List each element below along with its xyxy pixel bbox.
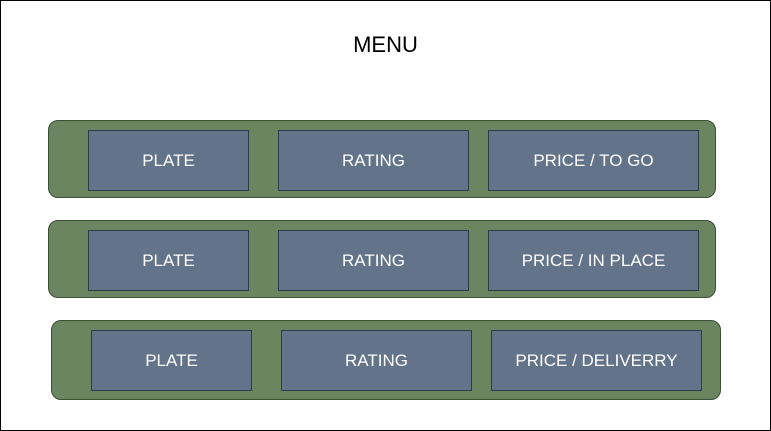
price-box: PRICE / TO GO bbox=[488, 130, 699, 191]
plate-box: PLATE bbox=[88, 230, 249, 291]
plate-box: PLATE bbox=[91, 330, 252, 391]
menu-row-to-go: PLATE RATING PRICE / TO GO bbox=[48, 120, 716, 198]
menu-row-delivery: PLATE RATING PRICE / DELIVERRY bbox=[51, 320, 721, 400]
rating-box: RATING bbox=[281, 330, 472, 391]
menu-row-in-place: PLATE RATING PRICE / IN PLACE bbox=[48, 220, 716, 298]
price-box: PRICE / IN PLACE bbox=[488, 230, 699, 291]
diagram-title: MENU bbox=[353, 32, 418, 57]
rating-box: RATING bbox=[278, 230, 469, 291]
price-box: PRICE / DELIVERRY bbox=[491, 330, 702, 391]
rating-box: RATING bbox=[278, 130, 469, 191]
plate-box: PLATE bbox=[88, 130, 249, 191]
